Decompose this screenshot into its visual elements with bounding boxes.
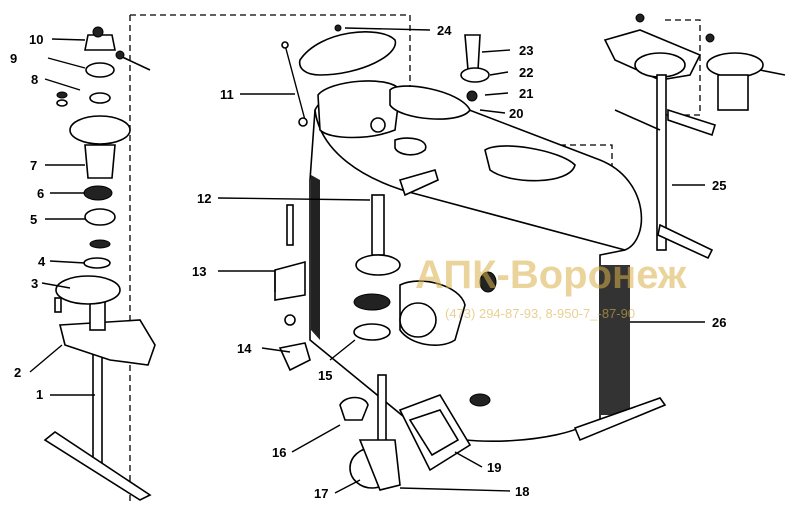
callout-26: 26 [712,315,726,330]
callout-25: 25 [712,178,726,193]
callout-21: 21 [519,86,533,101]
callout-18: 18 [515,484,529,499]
watermark-phones: (473) 294-87-93, 8-950-7_-87-90 [445,306,635,321]
leader-lines [29,27,705,494]
callout-5: 5 [30,212,37,227]
callout-19: 19 [487,460,501,475]
callout-22: 22 [519,65,533,80]
callout-14: 14 [237,341,252,356]
internal-valve-parts [274,169,439,372]
watermark: АПК-Воронеж (473) 294-87-93, 8-950-7_-87… [415,253,687,321]
callout-2: 2 [14,365,21,380]
callout-17: 17 [314,486,328,501]
callout-16: 16 [272,445,286,460]
callout-1: 1 [36,387,43,402]
left-spindle-assembly [43,26,156,501]
callout-6: 6 [37,186,44,201]
callout-8: 8 [31,72,38,87]
callout-20: 20 [509,106,523,121]
tank-body [309,86,667,442]
callout-labels: 1 2 3 4 5 6 7 8 9 10 11 12 13 14 15 16 1… [10,23,726,501]
callout-3: 3 [31,276,38,291]
callout-15: 15 [318,368,332,383]
watermark-title: АПК-Воронеж [415,253,687,297]
top-covers [281,31,576,182]
callout-12: 12 [197,191,211,206]
callout-11: 11 [220,87,234,102]
callout-4: 4 [38,254,46,269]
right-mast-assembly [603,13,786,260]
side-pump [399,271,497,346]
callout-24: 24 [437,23,452,38]
callout-23: 23 [519,43,533,58]
callout-13: 13 [192,264,206,279]
callout-10: 10 [29,32,43,47]
lower-valve-assembly [339,374,491,491]
upper-right-cap-parts [334,24,490,102]
callout-7: 7 [30,158,37,173]
callout-9: 9 [10,51,17,66]
